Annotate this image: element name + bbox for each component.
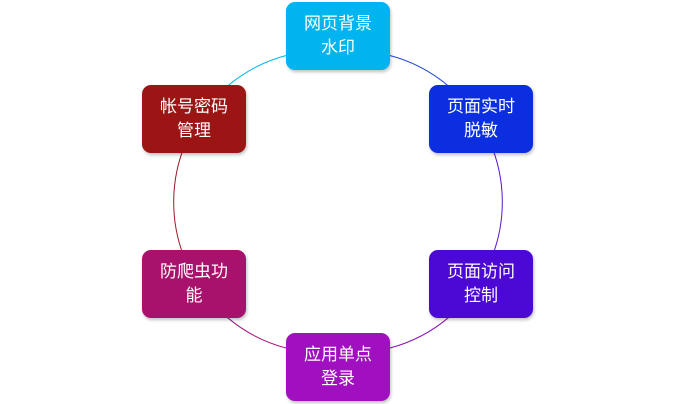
node-label: 页面实时脱敏 xyxy=(447,97,515,141)
node-realtime-masking: 页面实时脱敏 xyxy=(429,85,533,153)
node-label: 页面访问控制 xyxy=(447,262,515,306)
node-password-management: 帐号密码管理 xyxy=(142,85,246,153)
node-label: 防爬虫功能 xyxy=(160,262,228,306)
node-label: 应用单点登录 xyxy=(304,345,372,389)
node-single-sign-on: 应用单点登录 xyxy=(286,333,390,401)
node-anti-crawler: 防爬虫功能 xyxy=(142,250,246,318)
node-label: 帐号密码管理 xyxy=(160,97,228,141)
node-label: 网页背景水印 xyxy=(304,14,372,58)
node-web-watermark: 网页背景水印 xyxy=(286,2,390,70)
connector-arc xyxy=(488,139,503,265)
node-access-control: 页面访问控制 xyxy=(429,250,533,318)
connector-arc xyxy=(173,139,188,265)
